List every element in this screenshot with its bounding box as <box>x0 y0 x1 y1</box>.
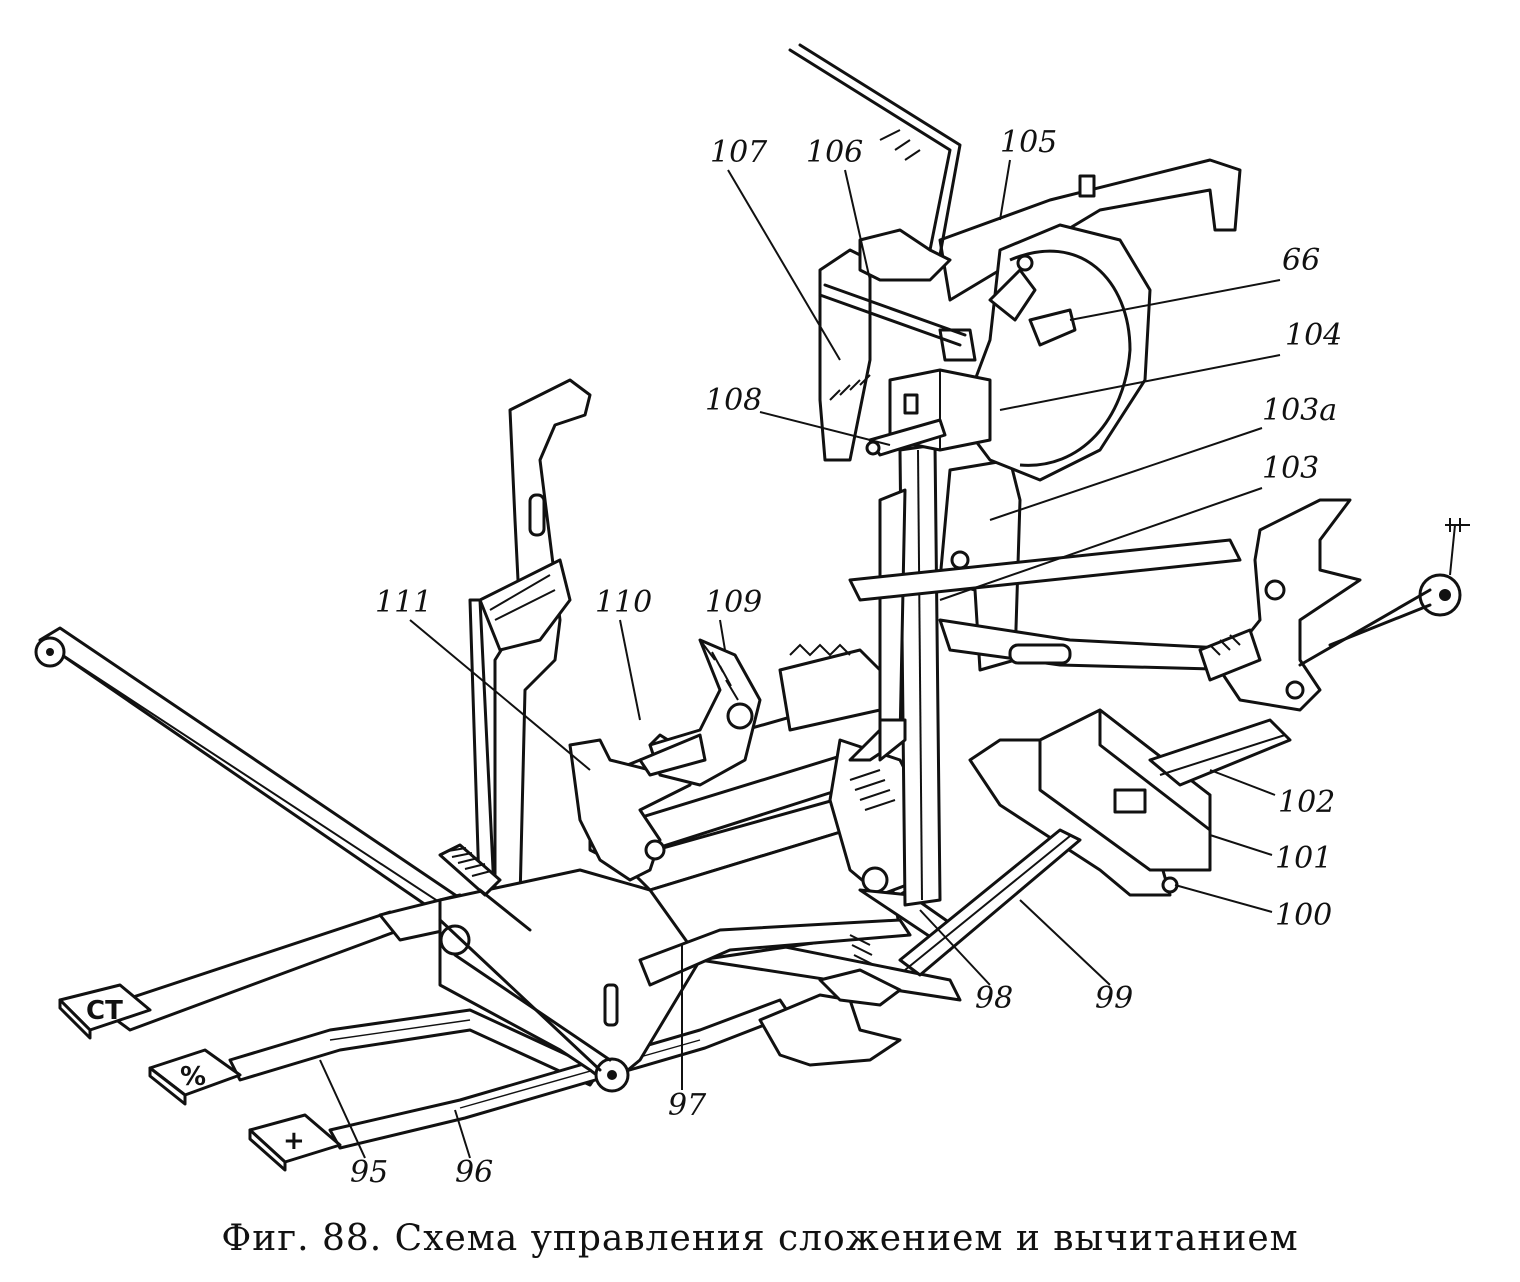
label-110-group: 110 <box>595 585 652 721</box>
left-upright-bracket <box>468 378 592 917</box>
disc-66 <box>958 223 1152 482</box>
wire-lever <box>788 43 962 257</box>
label-95: 95 <box>350 1155 388 1190</box>
ct-key-symbol: СТ <box>86 996 123 1026</box>
label-104-group: 104 <box>999 318 1342 411</box>
ct-key: СТ <box>58 983 152 1040</box>
label-100: 100 <box>1275 898 1332 933</box>
label-107-group: 107 <box>710 135 841 361</box>
label-99: 99 <box>1095 981 1133 1016</box>
right-hook-lever <box>1198 498 1362 712</box>
label-104: 104 <box>1285 318 1342 353</box>
label-97-group: 97 <box>668 945 707 1123</box>
label-98: 98 <box>975 981 1013 1016</box>
label-101: 101 <box>1275 841 1332 876</box>
pin-108 <box>865 418 947 457</box>
label-107: 107 <box>710 135 768 170</box>
spring-wire <box>879 129 921 161</box>
plus-key: + <box>248 1113 342 1172</box>
label-100-group: 100 <box>1174 884 1332 933</box>
label-105-group: 105 <box>999 125 1057 221</box>
percent-key: % <box>148 1048 242 1106</box>
label-96-group: 96 <box>454 1109 493 1190</box>
label-98-group: 98 <box>919 909 1013 1016</box>
vertical-push-rod <box>848 443 942 907</box>
label-106-group: 106 <box>806 135 871 281</box>
label-109-group: 109 <box>705 585 762 651</box>
label-108: 108 <box>705 383 762 418</box>
label-99-group: 99 <box>1019 899 1133 1016</box>
stepped-pedal-bracket <box>758 934 902 1067</box>
label-109: 109 <box>705 585 762 620</box>
label-103: 103 <box>1262 451 1319 486</box>
sector-109 <box>638 638 762 787</box>
label-66-group: 66 <box>1069 243 1320 321</box>
label-103a-group: 103а <box>989 393 1337 521</box>
label-105: 105 <box>1000 125 1057 160</box>
right-spring-roller <box>1298 518 1470 667</box>
label-111-group: 111 <box>375 585 591 771</box>
label-102: 102 <box>1278 785 1335 820</box>
slider-103 <box>848 538 1262 672</box>
lever-97 <box>638 918 912 987</box>
rail-102 <box>1148 718 1292 787</box>
percent-key-symbol: % <box>180 1062 206 1092</box>
label-97: 97 <box>668 1088 707 1123</box>
figure-caption: Фиг. 88. Схема управления сложением и вы… <box>221 1218 1299 1259</box>
knurled-knob <box>438 843 532 932</box>
label-110: 110 <box>595 585 652 620</box>
label-101-group: 101 <box>1209 834 1332 876</box>
lever-106 <box>858 228 952 282</box>
label-103-group: 103 <box>939 451 1319 601</box>
label-106: 106 <box>806 135 863 170</box>
label-96: 96 <box>455 1155 493 1190</box>
top-plate-105 <box>938 158 1242 302</box>
label-103a: 103а <box>1262 393 1337 428</box>
frame-107 <box>818 248 872 462</box>
label-102-group: 102 <box>1209 769 1335 820</box>
rod-top <box>818 283 967 347</box>
label-108-group: 108 <box>705 383 891 446</box>
link-rod-99 <box>898 828 1082 977</box>
percent-key-lever <box>228 1008 602 1087</box>
label-95-group: 95 <box>319 1059 388 1190</box>
label-111: 111 <box>375 585 432 620</box>
ct-key-lever <box>34 626 472 1032</box>
mechanism-drawing: СТ % + <box>34 43 1470 1190</box>
label-66: 66 <box>1282 243 1320 278</box>
tray-101 <box>1038 708 1212 872</box>
plus-key-symbol: + <box>283 1126 305 1156</box>
